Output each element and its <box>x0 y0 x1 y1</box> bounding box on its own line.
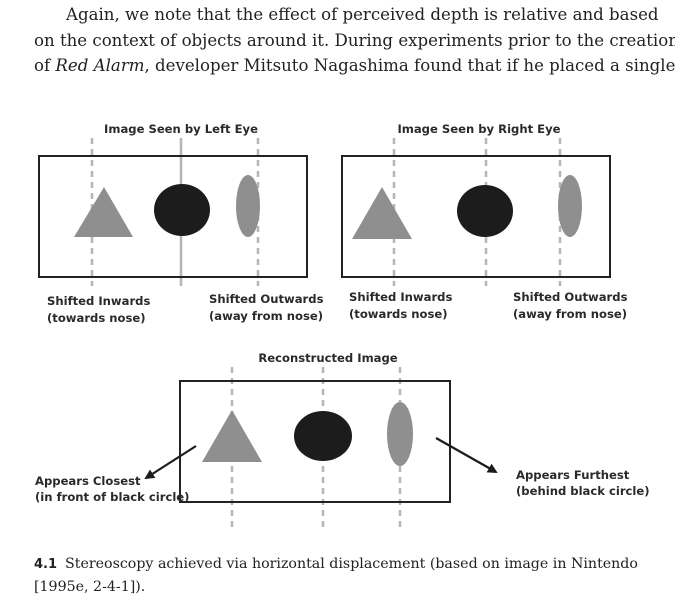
reconstructed-title: Reconstructed Image <box>258 351 397 365</box>
right-eye-frame <box>341 155 611 278</box>
caption-line-1: 4.1 Stereoscopy achieved via horizontal d… <box>34 553 644 576</box>
right-shift-out-label-1: Shifted Outwards <box>513 290 628 304</box>
body-paragraph: Again, we note that the effect of percei… <box>34 2 675 79</box>
right-shift-out-label-2: (away from nose) <box>513 307 627 321</box>
left-triangle <box>74 187 133 237</box>
left-shift-in-label-2: (towards nose) <box>47 311 146 325</box>
paragraph-line-1: Again, we note that the effect of percei… <box>66 5 659 24</box>
furthest-label-1: Appears Furthest <box>516 468 630 482</box>
left-black-circle <box>154 184 210 236</box>
left-shift-in-label-1: Shifted Inwards <box>47 294 150 308</box>
furthest-label-2: (behind black circle) <box>516 484 650 498</box>
left-shift-out-label-1: Shifted Outwards <box>209 292 324 306</box>
right-eye-title: Image Seen by Right Eye <box>397 122 560 136</box>
right-triangle <box>352 187 412 239</box>
recon-triangle <box>202 410 262 462</box>
right-shift-in-label-1: Shifted Inwards <box>349 290 452 304</box>
caption-text-1: Stereoscopy achieved via horizontal disp… <box>65 556 638 572</box>
reconstructed-frame <box>179 380 451 503</box>
furthest-arrow <box>435 437 498 473</box>
closest-label-1: Appears Closest <box>35 474 141 488</box>
left-eye-frame <box>38 155 308 278</box>
paragraph-line-3-suffix: , developer Mitsuto Nagashima found that… <box>144 56 675 75</box>
recon-black-circle <box>294 411 352 461</box>
right-black-circle <box>457 185 513 237</box>
figure-number: 4.1 <box>34 557 58 572</box>
recon-gray-ellipse <box>387 402 413 466</box>
figure-caption: 4.1 Stereoscopy achieved via horizontal d… <box>34 553 644 598</box>
left-shift-out-label-2: (away from nose) <box>209 309 323 323</box>
left-gray-ellipse <box>236 175 260 237</box>
closest-arrow <box>144 445 197 480</box>
game-title-italic: Red Alarm <box>55 56 145 75</box>
right-shift-in-label-2: (towards nose) <box>349 307 448 321</box>
caption-line-2: [1995e, 2-4-1]). <box>34 579 146 595</box>
right-gray-ellipse <box>558 175 582 237</box>
closest-label-2: (in front of black circle) <box>35 490 189 504</box>
paragraph-line-3-prefix: of <box>34 56 56 75</box>
left-eye-title: Image Seen by Left Eye <box>104 122 258 136</box>
paragraph-line-3: of Red Alarm, developer Mitsuto Nagashim… <box>34 53 675 79</box>
paragraph-line-2: on the context of objects around it. Dur… <box>34 30 675 50</box>
